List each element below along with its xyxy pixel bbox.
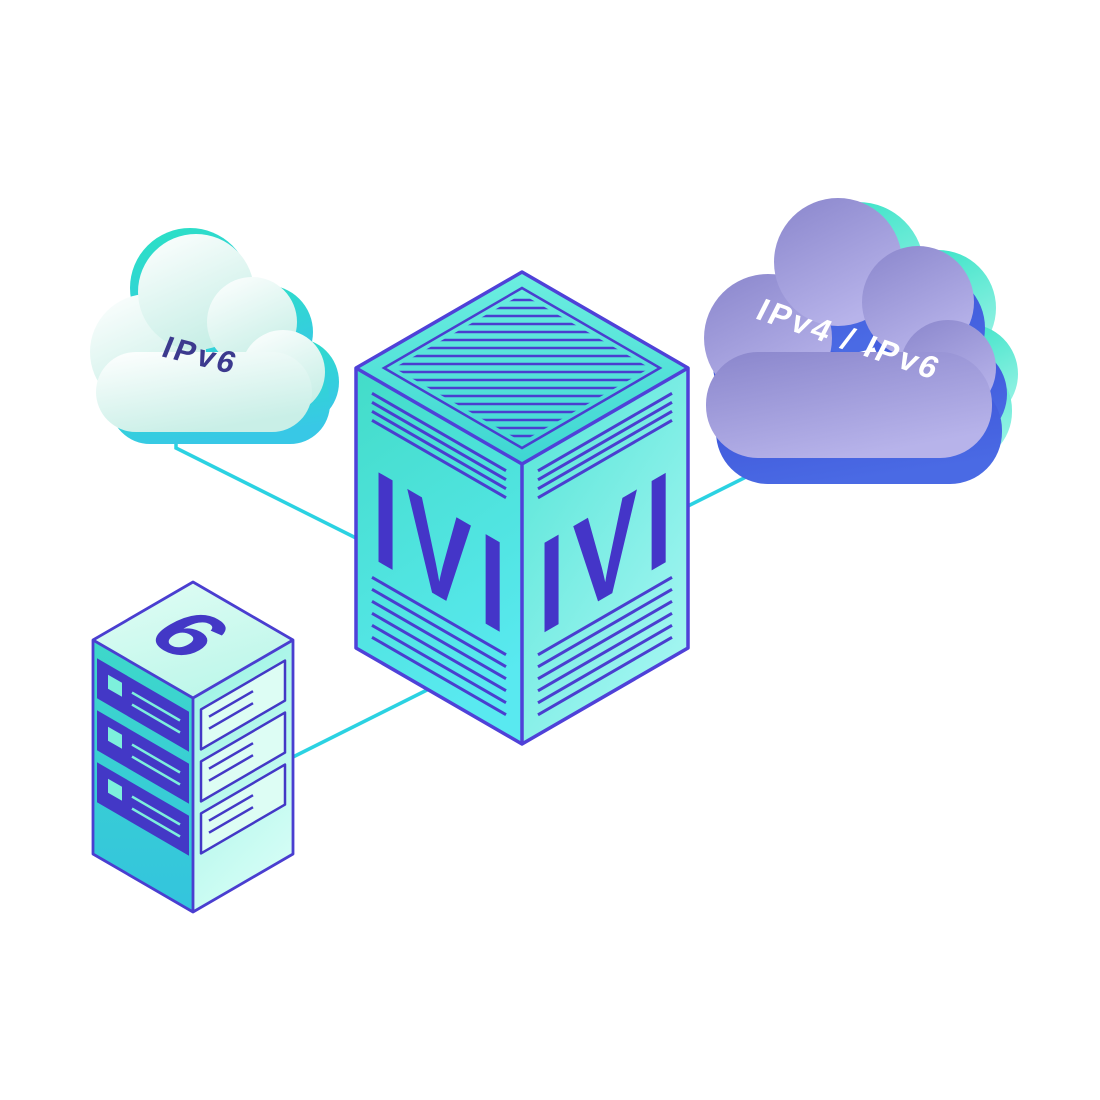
- box-left-face-stripes: [371, 392, 507, 716]
- server-vent-lines: [131, 691, 181, 838]
- ipv6-server-tower: 6: [91, 580, 295, 914]
- server-outline: [91, 580, 295, 914]
- box-right-face-stripes: [537, 392, 673, 717]
- ivi-translator-box: IVI IVI: [354, 270, 690, 746]
- box-top-hatch: [394, 298, 650, 438]
- box-right-face: [522, 368, 688, 744]
- ipv4-ipv6-cloud: IPv4 / IPv6: [704, 198, 1018, 484]
- server-vent-squares: [108, 674, 122, 801]
- box-left-face: [356, 368, 522, 744]
- ipv6-cloud: IPv6: [90, 228, 339, 444]
- connector-server-to-box: [292, 687, 429, 759]
- box-top-inner-border: [381, 286, 663, 450]
- ipv4-ipv6-cloud-front-layer: [704, 198, 996, 458]
- ipv6-cloud-front-layer: [90, 234, 325, 432]
- box-outline: [354, 270, 690, 746]
- server-drawer-lines: [208, 690, 254, 834]
- server-drawer-sides: [97, 658, 189, 856]
